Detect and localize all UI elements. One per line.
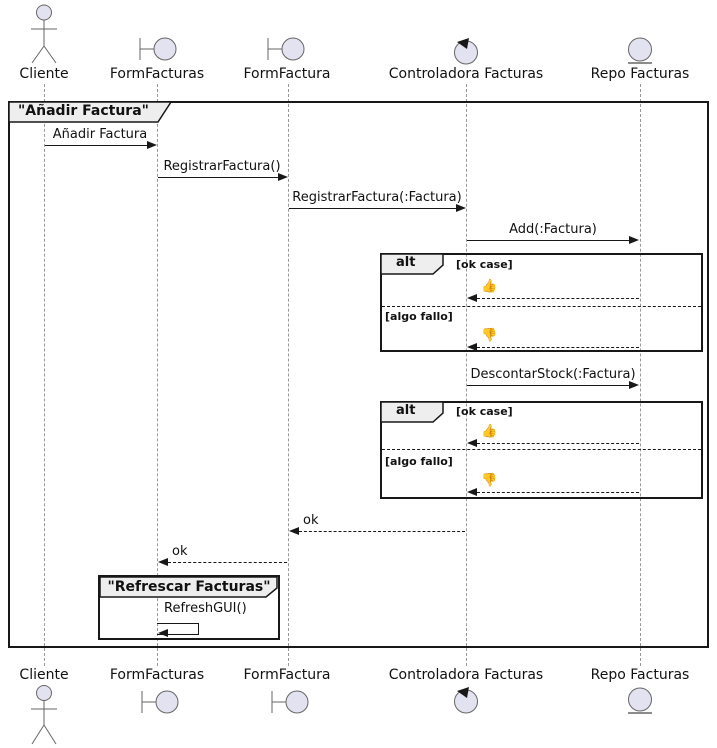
arrowhead	[278, 173, 288, 181]
control-icon	[454, 687, 478, 714]
self-message-line	[157, 623, 199, 635]
alt-fragment-2	[380, 401, 703, 499]
arrowhead	[147, 141, 157, 149]
alt-tab	[380, 253, 444, 275]
arrowhead	[158, 558, 168, 566]
participant-label: FormFacturas	[109, 667, 205, 683]
message-label: RefreshGUI()	[164, 601, 247, 616]
return-line	[477, 298, 639, 299]
boundary-icon	[141, 690, 179, 714]
frame-refrescar-facturas	[98, 575, 280, 640]
alt-fragment-1	[380, 253, 703, 352]
message-line	[467, 385, 630, 386]
message-line	[289, 208, 457, 209]
message-label: Add(:Factura)	[509, 222, 597, 237]
lifeline-controladora	[466, 84, 467, 666]
boundary-icon	[271, 690, 309, 714]
message-line	[45, 145, 148, 146]
return-line	[477, 347, 639, 348]
return-line	[299, 531, 465, 532]
participant-label: FormFactura	[243, 66, 331, 82]
thumb-up-icon: 👍	[481, 424, 498, 439]
arrowhead	[467, 343, 477, 351]
participant-label: FormFactura	[243, 667, 331, 683]
frame-title: "Añadir Factura"	[18, 103, 149, 119]
arrowhead	[467, 294, 477, 302]
arrowhead	[467, 488, 477, 496]
participant-label: Repo Facturas	[590, 667, 690, 683]
alt-guard-fail: [algo fallo]	[385, 310, 453, 323]
thumb-up-icon: 👍	[481, 279, 498, 294]
lifeline-cliente	[44, 84, 45, 666]
alt-guard-ok: [ok case]	[456, 258, 513, 271]
participant-label: Cliente	[19, 667, 69, 683]
message-label: Añadir Factura	[52, 127, 148, 142]
arrowhead	[289, 527, 299, 535]
message-label: RegistrarFactura(:Factura)	[292, 190, 462, 205]
arrowhead	[467, 439, 477, 447]
lifeline-formfacturas	[157, 84, 158, 666]
frame-title-tab	[99, 576, 278, 598]
thumb-down-icon: 👎	[481, 328, 498, 343]
alt-divider	[382, 449, 701, 450]
alt-operator: alt	[396, 403, 416, 418]
frame-anadir-factura	[8, 101, 709, 648]
participant-label: Cliente	[19, 66, 69, 82]
return-line	[477, 443, 639, 444]
entity-icon	[628, 687, 652, 714]
return-line	[477, 492, 639, 493]
boundary-icon	[139, 37, 177, 61]
boundary-icon	[267, 37, 305, 61]
frame-title-tab	[8, 101, 173, 123]
message-line	[158, 177, 279, 178]
lifeline-formfactura	[288, 84, 289, 666]
actor-icon	[31, 685, 57, 745]
alt-guard-ok: [ok case]	[456, 405, 513, 418]
message-label: RegistrarFactura()	[163, 159, 281, 174]
arrowhead	[158, 629, 168, 637]
return-label: ok	[172, 544, 188, 559]
alt-guard-fail: [algo fallo]	[385, 455, 453, 468]
alt-divider	[382, 306, 701, 307]
frame-title: "Refrescar Facturas"	[107, 579, 271, 595]
actor-icon	[31, 4, 57, 64]
alt-operator: alt	[396, 255, 416, 270]
arrowhead	[629, 236, 639, 244]
control-icon	[454, 38, 478, 65]
alt-tab	[380, 401, 444, 423]
arrowhead	[629, 381, 639, 389]
return-line	[168, 562, 287, 563]
message-label: DescontarStock(:Factura)	[470, 367, 636, 382]
participant-label: Controladora Facturas	[388, 667, 544, 683]
lifeline-repo	[640, 84, 641, 666]
entity-icon	[628, 37, 652, 64]
thumb-down-icon: 👎	[481, 473, 498, 488]
message-line	[467, 240, 630, 241]
arrowhead	[456, 204, 466, 212]
participant-label: Controladora Facturas	[388, 66, 544, 82]
participant-label: Repo Facturas	[590, 66, 690, 82]
participant-label: FormFacturas	[109, 66, 205, 82]
return-label: ok	[303, 513, 319, 528]
